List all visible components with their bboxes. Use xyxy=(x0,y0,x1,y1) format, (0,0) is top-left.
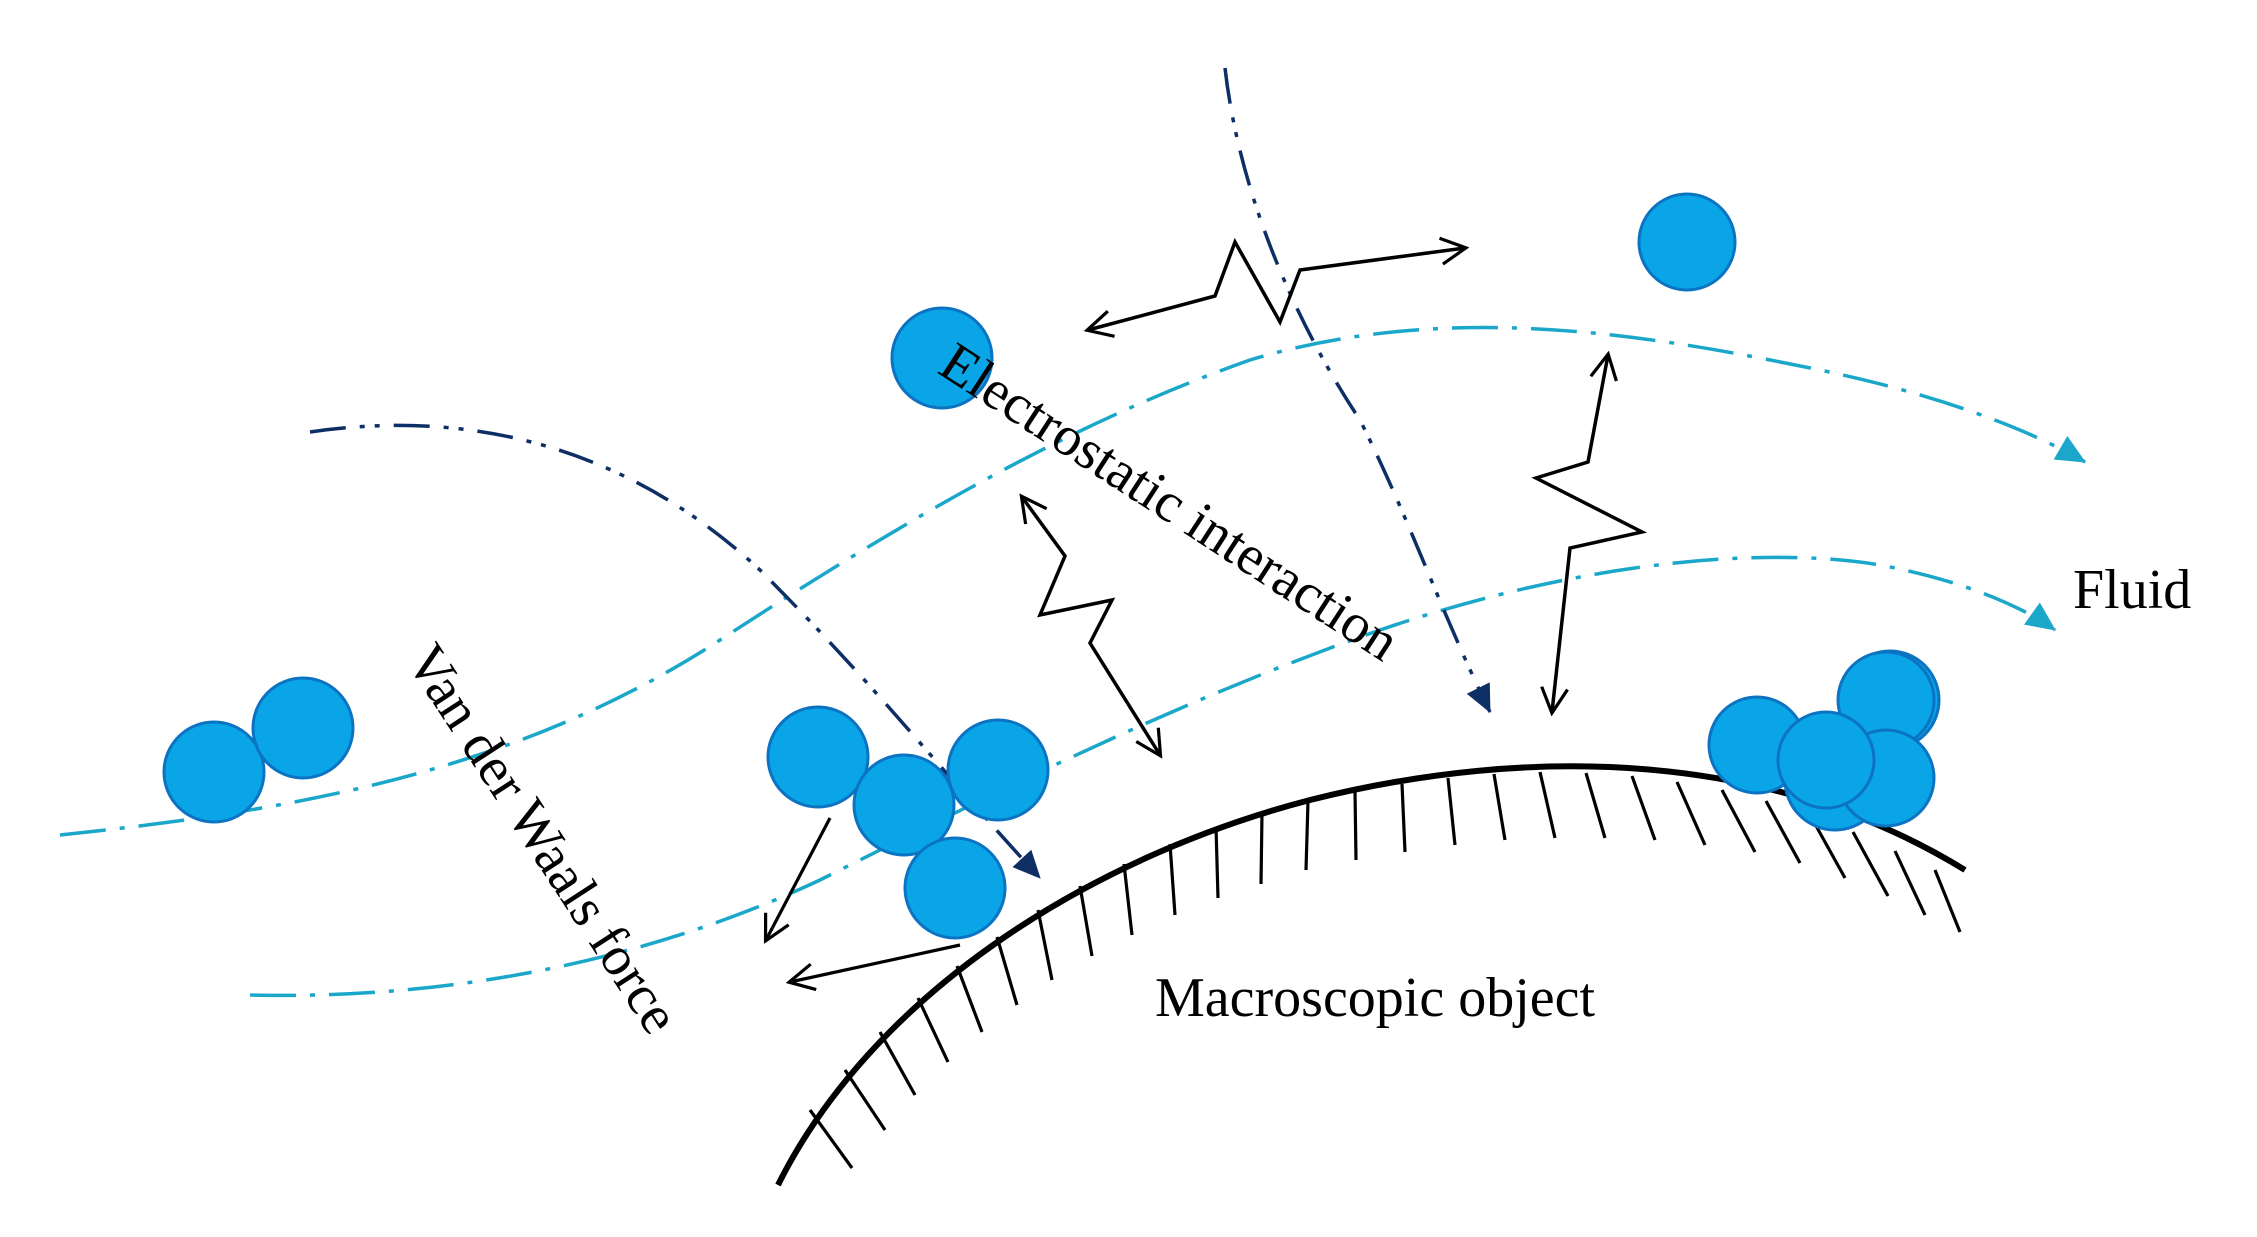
van-der-waals-label: Van der Waals force xyxy=(394,633,691,1044)
force-arrows xyxy=(766,242,1648,982)
particles xyxy=(162,192,1941,940)
particle-cluster-center xyxy=(766,705,1050,940)
fluid-streamline-upper xyxy=(59,325,2086,837)
electrostatic-arrow-mid xyxy=(1022,497,1160,755)
fluid-streamline-middle xyxy=(249,555,2057,998)
vdw-arrow-b xyxy=(790,943,961,982)
fluid-label: Fluid xyxy=(2073,559,2191,621)
particle-free-top-left xyxy=(890,306,994,410)
electrostatic-arrow-top xyxy=(1088,242,1465,330)
trajectory-top xyxy=(1223,67,1492,713)
electrostatic-arrow-right xyxy=(1531,355,1648,712)
vdw-arrow-a xyxy=(766,817,832,940)
fluid-streamlines xyxy=(59,325,2086,998)
surface-hatching xyxy=(808,771,1962,1169)
macroscopic-object-label: Macroscopic object xyxy=(1155,967,1595,1029)
particle-cluster-left xyxy=(162,676,355,824)
particle-cluster-right xyxy=(1707,649,1941,832)
particle-free-top-right xyxy=(1637,192,1737,292)
